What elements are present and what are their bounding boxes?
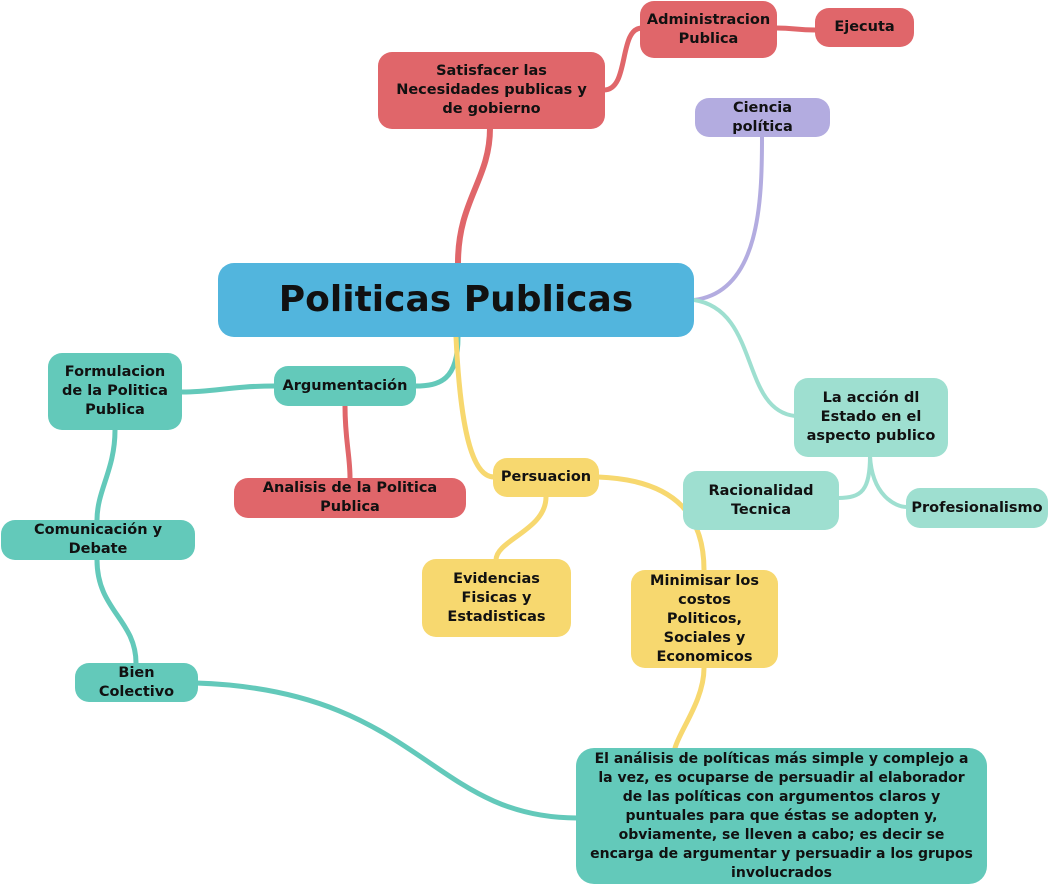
edge-central-persuacion: [453, 334, 497, 480]
edge-persuacion-evidencias: [493, 494, 549, 563]
edge-persuacion-minimisar: [595, 474, 707, 573]
node-minimisar[interactable]: Minimisar los costos Politicos, Sociales…: [631, 570, 778, 668]
edge-accion-profesionalismo: [868, 454, 909, 509]
edge-argumentacion-formulacion: [179, 383, 278, 395]
edge-administracion-ejecuta: [773, 25, 818, 33]
edge-central-argumentacion: [412, 334, 461, 389]
edge-accion-racionalidad: [836, 454, 872, 500]
edge-central-accion: [692, 298, 797, 418]
node-comunicacion-debate[interactable]: Comunicación y Debate: [1, 520, 195, 560]
edge-formulacion-comunicacion: [94, 427, 118, 523]
edge-satisfacer-administracion: [601, 25, 645, 93]
node-argumentacion[interactable]: Argumentación: [274, 366, 416, 406]
edge-central-ciencia: [692, 135, 764, 302]
node-racionalidad-tecnica[interactable]: Racionalidad Tecnica: [683, 471, 839, 530]
node-descripcion[interactable]: El análisis de políticas más simple y co…: [576, 748, 987, 884]
edge-argumentacion-analisis: [342, 403, 353, 481]
node-ciencia-politica[interactable]: Ciencia política: [695, 98, 830, 137]
node-satisfacer[interactable]: Satisfacer las Necesidades publicas y de…: [378, 52, 605, 129]
node-bien-colectivo[interactable]: Bien Colectivo: [75, 663, 198, 702]
edge-bien-descripcion: [193, 680, 580, 821]
node-profesionalismo[interactable]: Profesionalismo: [906, 488, 1048, 528]
edge-central-satisfacer: [455, 125, 493, 266]
node-analisis[interactable]: Analisis de la Politica Publica: [234, 478, 466, 518]
node-formulacion[interactable]: Formulacion de la Politica Publica: [48, 353, 182, 430]
node-accion-estado[interactable]: La acción dl Estado en el aspecto public…: [794, 378, 948, 457]
edge-comunicacion-bien: [94, 557, 139, 666]
node-administracion[interactable]: Administracion Publica: [640, 1, 777, 58]
edge-minimisar-descripcion: [672, 665, 707, 751]
central-topic[interactable]: Politicas Publicas: [218, 263, 694, 337]
node-ejecuta[interactable]: Ejecuta: [815, 8, 914, 47]
node-persuacion[interactable]: Persuacion: [493, 458, 599, 497]
node-evidencias[interactable]: Evidencias Fisicas y Estadisticas: [422, 559, 571, 637]
